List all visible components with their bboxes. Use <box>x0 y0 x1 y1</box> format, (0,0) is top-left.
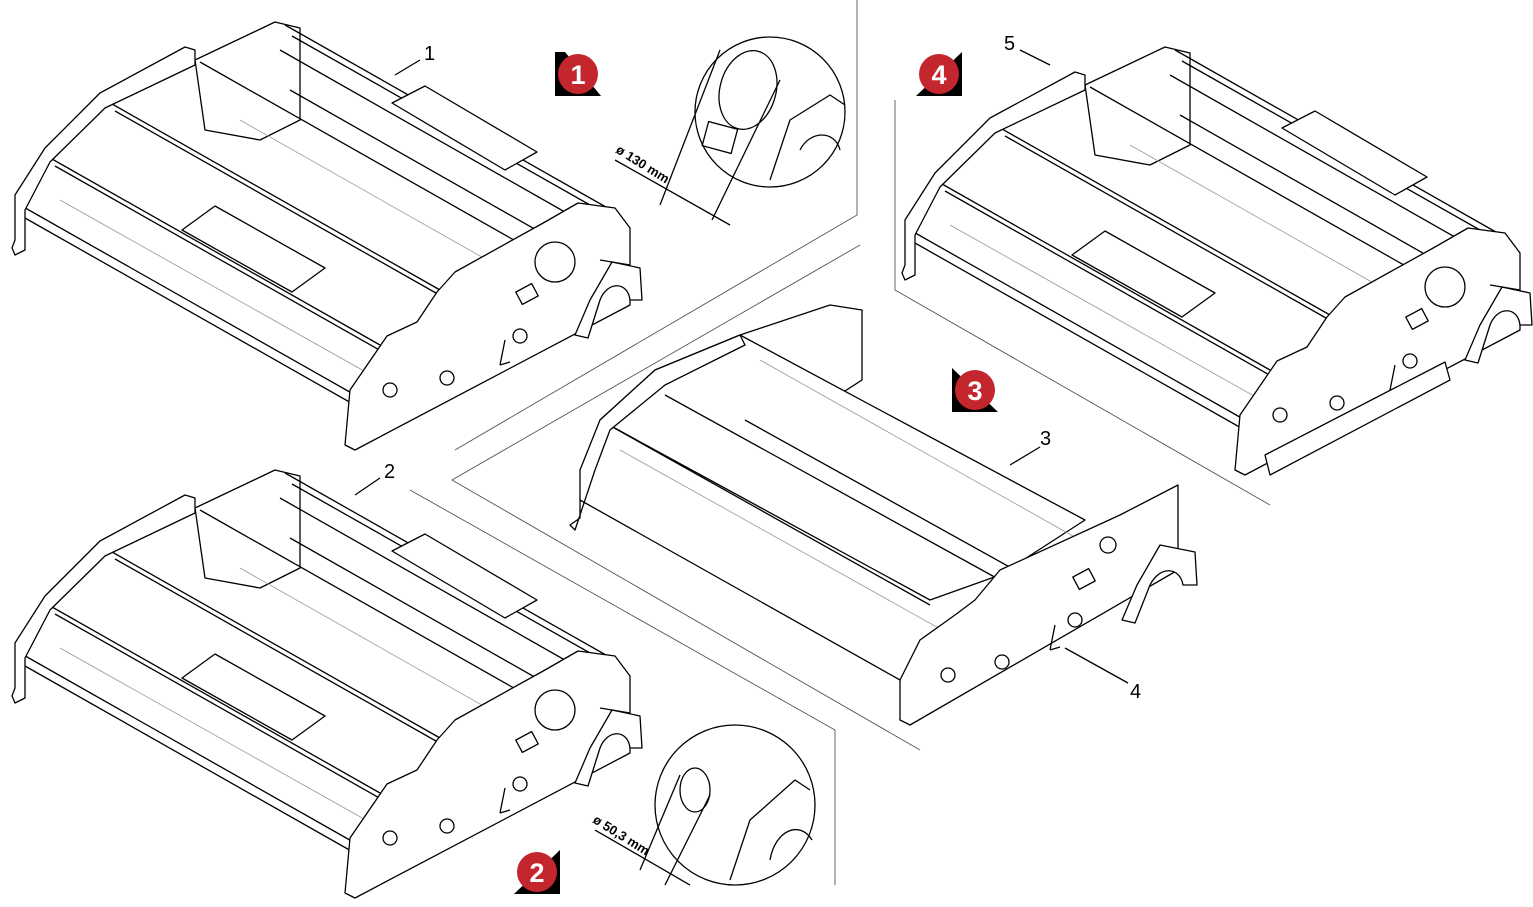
dimension-label-50-3mm: ø 50,3 mm <box>590 812 652 858</box>
frame-step-1 <box>11 21 643 451</box>
svg-text:3: 3 <box>967 376 982 406</box>
callout-4: 4 <box>1130 681 1141 703</box>
svg-text:1: 1 <box>570 60 585 90</box>
callout-1: 1 <box>424 43 435 65</box>
frame-step-3 <box>569 304 1198 726</box>
section-separators <box>409 0 1271 885</box>
detail-view-2 <box>594 724 816 886</box>
detail-view-1 <box>614 36 846 226</box>
callout-2: 2 <box>384 461 395 483</box>
step-badge-4: 4 <box>916 52 962 96</box>
frame-step-2 <box>11 469 643 899</box>
step-badge-3: 3 <box>952 368 998 412</box>
frame-4-base-tray <box>1264 361 1451 476</box>
step-badge-1: 1 <box>555 52 601 96</box>
step-badge-2: 2 <box>514 850 560 894</box>
callout-5: 5 <box>1004 33 1015 55</box>
callout-leaders <box>354 49 1129 684</box>
svg-text:2: 2 <box>529 858 544 888</box>
callout-3: 3 <box>1040 428 1051 450</box>
svg-text:4: 4 <box>931 60 946 90</box>
